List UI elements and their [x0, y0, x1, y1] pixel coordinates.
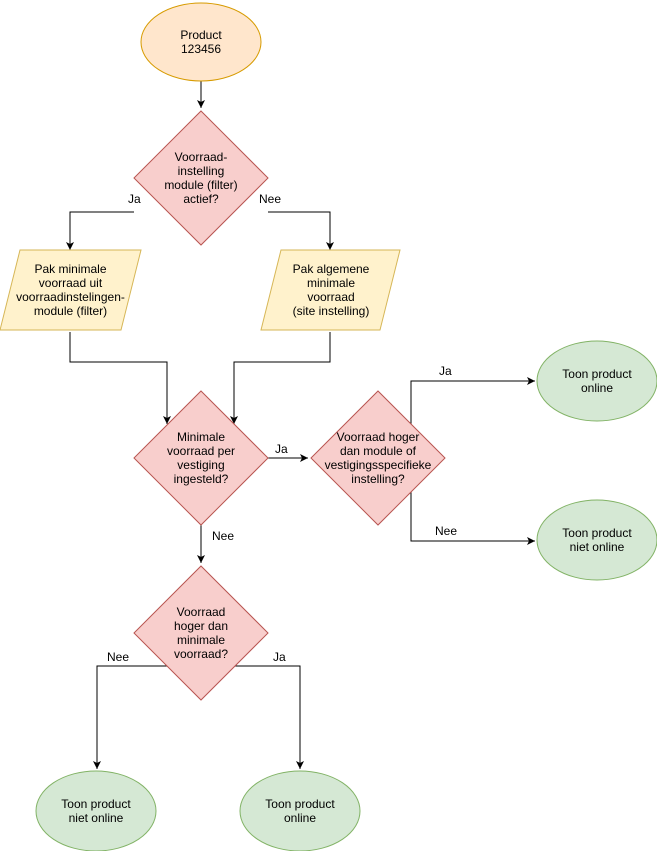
- edge-label-branch-higher-no: Nee: [434, 524, 459, 538]
- edge-label-filter-yes: Ja: [127, 192, 142, 206]
- decision-higher-label: Voorraad hoger dan minimale voorraad?: [173, 605, 229, 661]
- end-bottom-offline: [35, 770, 157, 851]
- edge-filter-yes: [66, 211, 134, 250]
- decision-stock-higher-than-setting: [310, 390, 446, 526]
- decision-branch-min-stock: [133, 390, 269, 526]
- end-top-offline: [536, 499, 657, 581]
- edge-io-filter-to-branch: [69, 332, 171, 424]
- decision-filter-active: [133, 110, 269, 246]
- io-general-min-stock: [260, 249, 401, 331]
- edge-higher-no: [93, 665, 167, 769]
- edge-label-higher-yes: Ja: [272, 650, 287, 664]
- end-bottom-online-label: Toon product online: [265, 797, 335, 825]
- edge-label-branch-no: Nee: [211, 529, 236, 543]
- end-bottom-offline-label: Toon product niet online: [61, 797, 131, 825]
- end-top-online: [536, 340, 657, 422]
- end-top-online-label: Toon product online: [562, 367, 632, 395]
- edge-io-general-to-branch: [230, 332, 331, 424]
- decision-branch-label: Minimale voorraad per vestiging ingestel…: [166, 430, 236, 486]
- decision-filter-label: Voorraad- instelling module (filter) act…: [164, 150, 238, 206]
- io-general-label: Pak algemene minimale voorraad (site ins…: [292, 262, 370, 318]
- io-filter-label: Pak minimale voorraad uit voorraadinstel…: [16, 262, 125, 318]
- start-label: Product 123456: [180, 28, 222, 56]
- edge-filter-no: [268, 211, 334, 250]
- edge-label-higher-no: Nee: [106, 650, 131, 664]
- end-top-offline-label: Toon product niet online: [562, 526, 632, 554]
- end-bottom-online: [239, 770, 361, 851]
- start-node: [140, 2, 262, 82]
- decision-branch-higher-label: Voorraad hoger dan module of vestigingss…: [324, 430, 432, 486]
- io-filter-min-stock: [0, 249, 142, 331]
- edge-label-branch-higher-yes: Ja: [438, 364, 453, 378]
- edge-label-branch-yes: Ja: [274, 442, 289, 456]
- edge-label-filter-no: Nee: [258, 192, 283, 206]
- edge-higher-yes: [235, 665, 304, 769]
- decision-stock-higher-than-min: [133, 565, 269, 701]
